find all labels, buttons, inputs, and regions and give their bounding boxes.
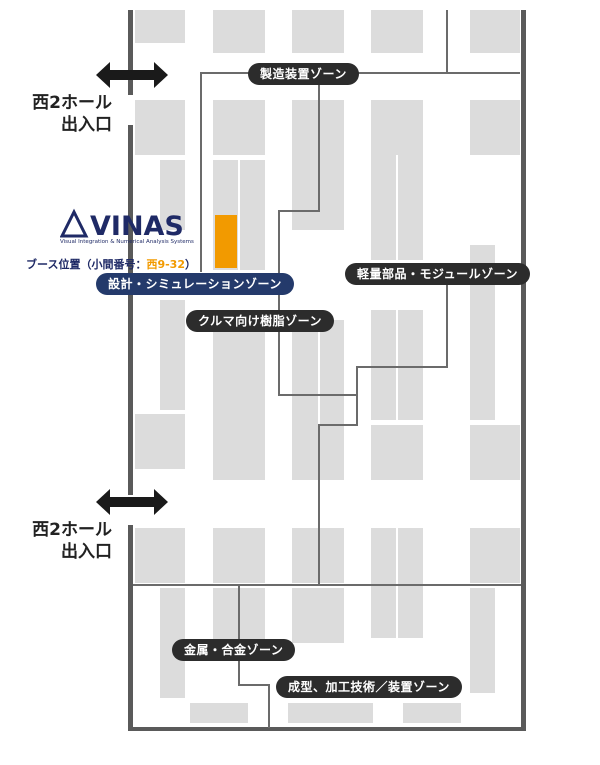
hall-wall-left-mid bbox=[128, 125, 133, 495]
booth-block bbox=[288, 703, 373, 723]
booth-block bbox=[213, 528, 265, 583]
zone-design-simulation[interactable]: 設計・シミュレーションゾーン bbox=[96, 273, 294, 295]
booth-divider bbox=[396, 155, 398, 260]
booth-block bbox=[160, 160, 185, 230]
booth-block bbox=[213, 100, 265, 155]
booth-block bbox=[470, 10, 520, 53]
zone-boundary bbox=[446, 10, 448, 74]
booth-block bbox=[292, 588, 344, 643]
booth-block bbox=[213, 330, 265, 480]
zone-automotive-resin[interactable]: クルマ向け樹脂ゾーン bbox=[186, 310, 335, 332]
booth-label: ブース位置（小間番号： bbox=[26, 258, 147, 271]
zone-boundary bbox=[356, 366, 358, 396]
booth-block bbox=[213, 10, 265, 53]
booth-block bbox=[135, 528, 185, 583]
zone-boundary bbox=[133, 584, 521, 586]
zone-boundary bbox=[356, 366, 448, 368]
booth-block bbox=[371, 10, 423, 53]
booth-divider bbox=[396, 310, 398, 420]
zone-boundary bbox=[268, 684, 270, 728]
booth-caption: ブース位置（小間番号：西9-32） bbox=[26, 256, 196, 272]
booth-block bbox=[135, 100, 185, 155]
booth-block bbox=[135, 10, 185, 43]
booth-block bbox=[292, 10, 344, 53]
zone-lightweight-parts-modules[interactable]: 軽量部品・モジュールゾーン bbox=[345, 263, 531, 285]
hall-wall-left-top bbox=[128, 10, 133, 95]
zone-boundary bbox=[318, 424, 358, 426]
entrance-name: 西2ホール bbox=[32, 520, 112, 540]
zone-boundary bbox=[318, 424, 320, 506]
zone-boundary bbox=[318, 72, 320, 212]
entrance-label: 西2ホール 出入口 bbox=[2, 92, 112, 136]
zone-boundary bbox=[238, 684, 270, 686]
exhibitor-booth-marker[interactable] bbox=[215, 215, 237, 268]
double-arrow-icon bbox=[96, 62, 168, 88]
booth-block bbox=[470, 528, 520, 583]
booth-block bbox=[135, 414, 185, 469]
hall-wall-bottom bbox=[128, 727, 526, 731]
zone-manufacturing-equipment[interactable]: 製造装置ゾーン bbox=[248, 63, 359, 85]
zone-boundary bbox=[446, 285, 448, 368]
logo-text: VINAS bbox=[90, 211, 184, 238]
zone-boundary bbox=[200, 72, 520, 74]
booth-block bbox=[470, 588, 495, 693]
zone-metal-alloy[interactable]: 金属・合金ゾーン bbox=[172, 639, 296, 661]
zone-boundary bbox=[238, 584, 240, 686]
entrance-name: 西2ホール bbox=[32, 93, 112, 113]
booth-block bbox=[160, 300, 185, 410]
booth-block bbox=[190, 703, 248, 723]
logo-subtitle: Visual Integration & Numerical Analysis … bbox=[60, 239, 194, 245]
zone-boundary bbox=[318, 504, 320, 584]
zone-boundary bbox=[356, 394, 358, 426]
booth-block bbox=[403, 703, 461, 723]
zone-boundary bbox=[278, 210, 280, 396]
entrance-sub: 出入口 bbox=[61, 542, 112, 562]
hall-wall-left-bottom bbox=[128, 525, 133, 730]
booth-divider bbox=[318, 320, 320, 480]
entrance-label: 西2ホール 出入口 bbox=[2, 519, 112, 563]
zone-molding-processing[interactable]: 成型、加工技術／装置ゾーン bbox=[276, 676, 462, 698]
zone-boundary bbox=[278, 394, 358, 396]
entrance-sub: 出入口 bbox=[61, 115, 112, 135]
booth-close: ） bbox=[184, 258, 196, 271]
booth-number: 西9-32 bbox=[146, 258, 185, 271]
booth-divider bbox=[396, 528, 398, 638]
zone-boundary bbox=[278, 210, 320, 212]
booth-divider bbox=[238, 160, 240, 270]
booth-block bbox=[470, 425, 520, 480]
booth-block bbox=[371, 425, 423, 480]
booth-block bbox=[470, 100, 520, 155]
double-arrow-icon bbox=[96, 489, 168, 515]
zone-boundary bbox=[200, 72, 202, 272]
vinas-logo: VINAS Visual Integration & Numerical Ana… bbox=[60, 208, 200, 246]
hall-wall-right bbox=[521, 10, 526, 730]
vinas-logo-mark: VINAS bbox=[60, 208, 184, 238]
